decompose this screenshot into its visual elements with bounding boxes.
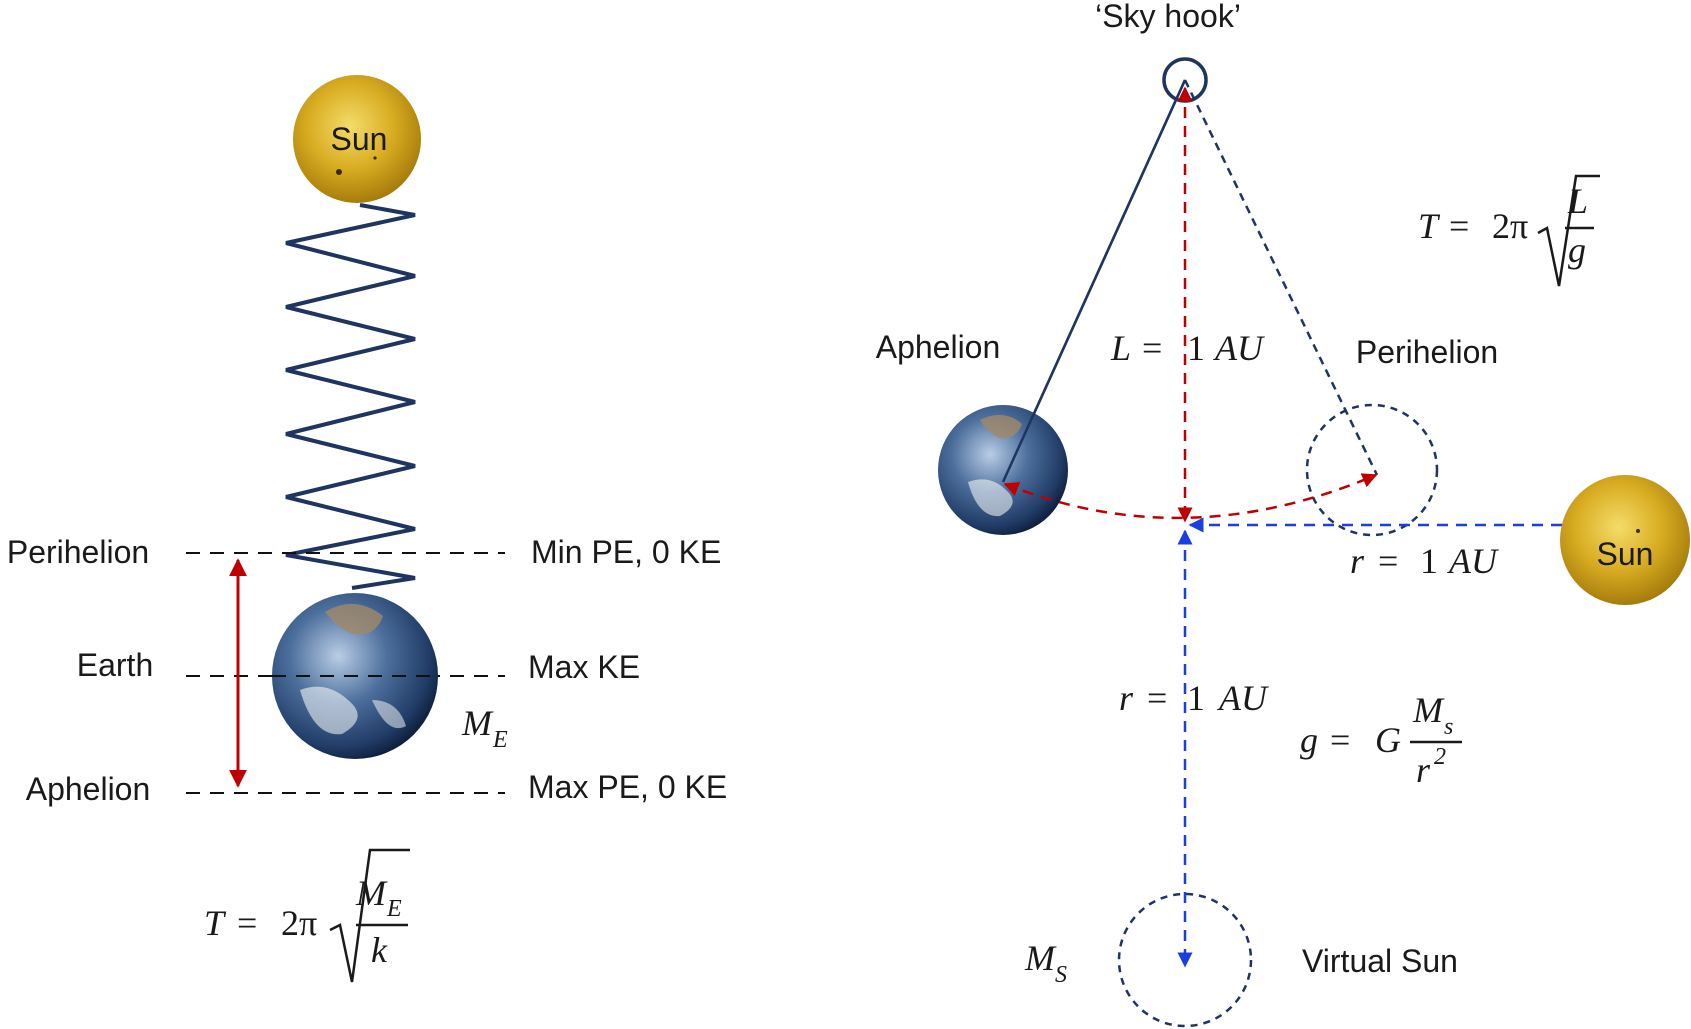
svg-text:1: 1 bbox=[1187, 678, 1205, 718]
svg-text:g: g bbox=[1300, 720, 1318, 760]
left-panel: Sun Perihelion Earth Aphelion Min PE, 0 … bbox=[7, 75, 727, 983]
svg-text:=: = bbox=[1142, 328, 1162, 368]
svg-text:T: T bbox=[204, 903, 227, 943]
svg-text:M: M bbox=[355, 873, 388, 913]
svg-text:M: M bbox=[1412, 690, 1445, 730]
svg-text:T: T bbox=[1418, 206, 1441, 246]
left-sun-label: Sun bbox=[331, 121, 388, 157]
right-aphelion-label: Aphelion bbox=[876, 329, 1001, 365]
svg-text:E: E bbox=[492, 727, 508, 753]
sky-hook-label: ‘Sky hook’ bbox=[1095, 0, 1241, 34]
svg-text:AU: AU bbox=[1447, 541, 1499, 581]
spring-period-formula: T = 2π M E k bbox=[204, 848, 410, 983]
svg-text:=: = bbox=[1378, 541, 1398, 581]
svg-text:r: r bbox=[1416, 750, 1431, 790]
right-sun: Sun bbox=[1560, 475, 1690, 605]
max-ke-label: Max KE bbox=[528, 649, 640, 685]
min-pe-label: Min PE, 0 KE bbox=[531, 534, 721, 570]
left-earth-label: Earth bbox=[77, 647, 153, 683]
svg-text:r: r bbox=[1350, 541, 1365, 581]
virtual-sun-ghost bbox=[1117, 892, 1253, 1028]
sun-mass-symbol: M S bbox=[1024, 938, 1067, 988]
earth-mass-symbol: M E bbox=[461, 703, 508, 753]
right-earth bbox=[938, 405, 1068, 535]
right-perihelion-label: Perihelion bbox=[1356, 334, 1498, 370]
radius-label-horizontal: r = 1 AU bbox=[1350, 541, 1499, 581]
right-earth-sphere bbox=[938, 405, 1068, 535]
svg-text:S: S bbox=[1055, 962, 1067, 988]
perihelion-ghost-earth bbox=[1305, 403, 1439, 537]
svg-text:s: s bbox=[1444, 714, 1453, 740]
right-sun-sphere bbox=[1560, 475, 1690, 605]
left-perihelion-label: Perihelion bbox=[7, 534, 149, 570]
svg-text:L: L bbox=[1567, 181, 1588, 221]
right-sun-label: Sun bbox=[1597, 536, 1654, 572]
sqrt-sign bbox=[329, 848, 410, 983]
svg-text:AU: AU bbox=[1213, 328, 1265, 368]
svg-text:M: M bbox=[461, 703, 494, 743]
pendulum-string-perihelion bbox=[1183, 79, 1379, 476]
svg-text:2: 2 bbox=[1434, 744, 1446, 770]
spring bbox=[285, 203, 416, 590]
radius-label-vertical: r = 1 AU bbox=[1119, 678, 1269, 718]
svg-text:=: = bbox=[1147, 678, 1167, 718]
svg-text:=: = bbox=[1330, 720, 1350, 760]
left-earth bbox=[272, 593, 438, 759]
left-aphelion-label: Aphelion bbox=[26, 771, 151, 807]
svg-text:AU: AU bbox=[1217, 678, 1269, 718]
swing-arc bbox=[1003, 473, 1378, 520]
virtual-sun-label: Virtual Sun bbox=[1302, 943, 1458, 979]
svg-text:M: M bbox=[1024, 938, 1057, 978]
svg-text:1: 1 bbox=[1420, 541, 1438, 581]
max-pe-label: Max PE, 0 KE bbox=[528, 769, 727, 805]
sun-sphere bbox=[293, 75, 421, 203]
svg-text:G: G bbox=[1375, 720, 1401, 760]
length-label: L = 1 AU bbox=[1110, 328, 1265, 368]
svg-text:2π: 2π bbox=[281, 903, 317, 943]
gravity-formula: g = G M s r 2 bbox=[1300, 690, 1462, 790]
svg-text:=: = bbox=[237, 903, 257, 943]
sqrt-sign-right bbox=[1537, 174, 1600, 287]
svg-text:g: g bbox=[1568, 230, 1586, 270]
svg-text:L: L bbox=[1110, 328, 1131, 368]
left-sun: Sun bbox=[293, 75, 421, 203]
pendulum-period-formula: T = 2π L g bbox=[1418, 174, 1600, 287]
svg-text:2π: 2π bbox=[1492, 206, 1528, 246]
svg-text:r: r bbox=[1119, 678, 1134, 718]
svg-text:1: 1 bbox=[1187, 328, 1205, 368]
svg-text:k: k bbox=[371, 930, 388, 970]
svg-text:=: = bbox=[1449, 206, 1469, 246]
right-panel: ‘Sky hook’ Sun Aphelion bbox=[876, 0, 1690, 1028]
svg-text:E: E bbox=[386, 896, 402, 922]
